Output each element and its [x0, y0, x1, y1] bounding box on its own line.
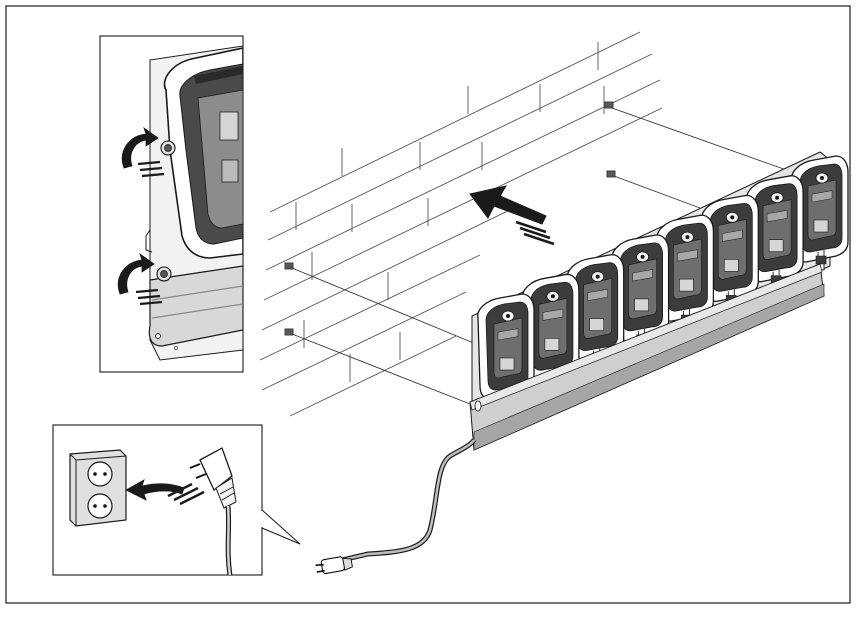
- mounting-screw-icon: [156, 140, 176, 282]
- charging-bay-icon: [522, 273, 580, 389]
- charging-rack-icon: [469, 151, 849, 451]
- charging-bay-icon: [566, 253, 625, 370]
- charging-bay-icon: [477, 293, 535, 409]
- power-cable-icon: [341, 438, 477, 563]
- power-plug-icon: [315, 556, 353, 575]
- mounting-screw-icon: [284, 101, 616, 336]
- screw-guide-lines: [291, 107, 793, 405]
- charging-bay-icon: [701, 194, 759, 310]
- inset-rail-detail: [117, 45, 243, 361]
- rotate-arrow-icon: [117, 126, 165, 306]
- inset-socket-detail: [52, 424, 301, 576]
- mounting-rail-icon: [469, 263, 825, 451]
- push-arrow-icon: [469, 185, 555, 246]
- power-plug-icon: [189, 447, 237, 575]
- wall-socket-icon: [69, 449, 127, 527]
- outer-frame: [5, 5, 851, 604]
- charging-bay-icon: [746, 175, 804, 291]
- insert-arrow-icon: [125, 479, 205, 506]
- wall-icon: [259, 31, 663, 417]
